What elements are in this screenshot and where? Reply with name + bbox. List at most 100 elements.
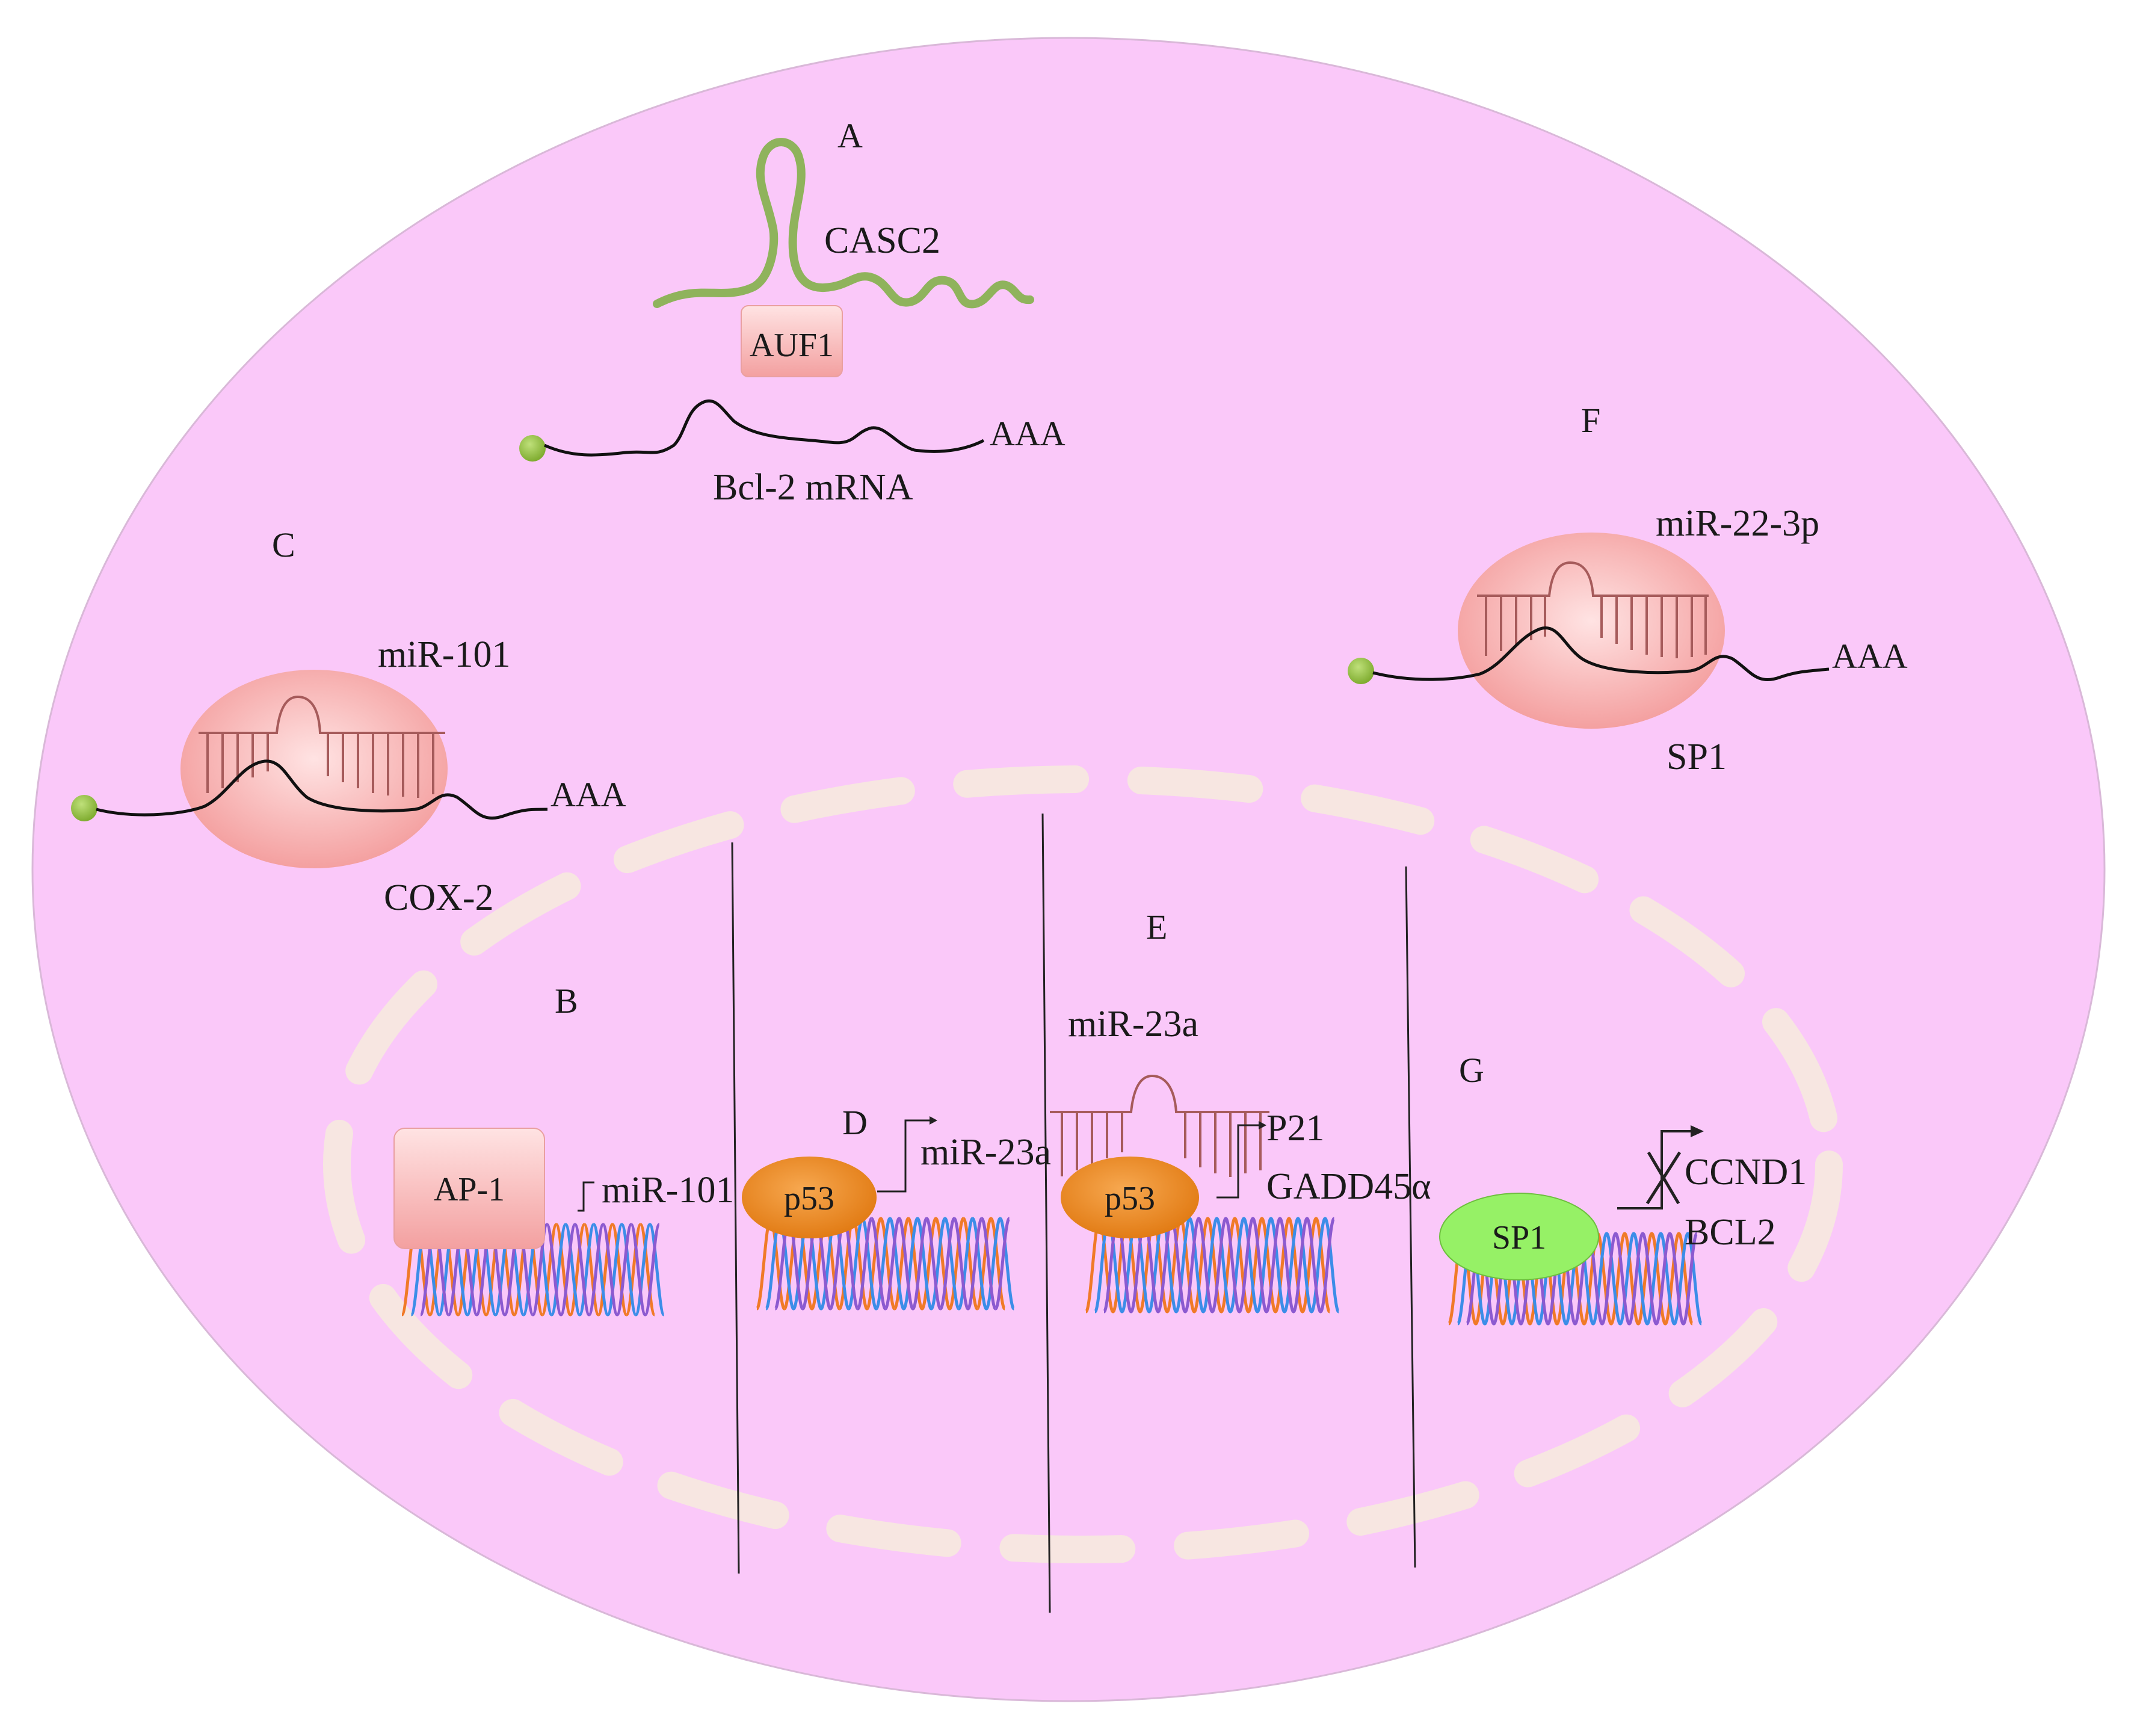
dna-strand-segment: [582, 1223, 600, 1317]
dna-strand-segment: [578, 1223, 596, 1317]
dna-strand-segment: [1614, 1232, 1631, 1326]
e-target2-label: GADD45α: [1266, 1166, 1431, 1207]
dna-strand-segment: [961, 1217, 979, 1311]
dna-strand-segment: [1315, 1217, 1331, 1314]
dna-strand-segment: [1645, 1232, 1662, 1326]
dna-strand-segment: [1292, 1217, 1309, 1314]
dna-strand-segment: [1659, 1232, 1676, 1326]
dna-strand-segment: [1256, 1217, 1272, 1314]
dna-strand-segment: [1686, 1232, 1703, 1326]
dna-strand-segment: [1632, 1232, 1649, 1326]
dna-strand-segment: [920, 1217, 938, 1311]
dna-strand-segment: [1605, 1232, 1622, 1326]
panel-a: A CASC2 AUF1 AAA Bcl-2 mRNA: [519, 116, 1065, 508]
dna-strand-segment: [1201, 1217, 1218, 1314]
dna-strand-segment: [856, 1217, 874, 1311]
dna-strand-segment: [550, 1223, 567, 1317]
dna-strand-segment: [943, 1217, 961, 1311]
dna-strand-segment: [980, 1217, 998, 1311]
dna-strand-segment: [934, 1217, 951, 1311]
dna-strand-segment: [643, 1223, 661, 1317]
dna-strand-segment: [1627, 1232, 1644, 1326]
dna-strand-segment: [639, 1223, 656, 1317]
dna-strand-segment: [1183, 1217, 1200, 1314]
dna-strand-segment: [1229, 1217, 1245, 1314]
dna-strand-segment: [624, 1223, 643, 1317]
dna-strand-segment: [545, 1223, 563, 1317]
e-p53-label: p53: [1105, 1180, 1155, 1217]
dna-strand-segment: [1682, 1232, 1698, 1326]
dna-strand-segment: [1596, 1232, 1613, 1326]
dna-strand-segment: [971, 1217, 988, 1311]
dna-strand-segment: [939, 1217, 956, 1311]
divider-line-1: [731, 842, 740, 1574]
dna-strand-segment: [1278, 1217, 1295, 1314]
dna-strand-segment: [911, 1217, 928, 1311]
cox2-mrna-cap: [71, 795, 97, 821]
panel-b-letter: B: [555, 981, 578, 1021]
divider-line-2: [1041, 813, 1051, 1613]
casc2-lncrna: [653, 138, 1034, 309]
dna-strand-segment: [1324, 1217, 1340, 1314]
dna-strand-segment: [615, 1223, 633, 1317]
dna-strand-segment: [611, 1223, 628, 1317]
e-p53-protein: [1061, 1157, 1199, 1238]
dna-strand-segment: [1600, 1232, 1617, 1326]
e-tss-arrowhead: [1259, 1121, 1266, 1129]
dna-strand-segment: [1609, 1232, 1626, 1326]
dna-strand-segment: [1188, 1217, 1205, 1314]
dna-strand-segment: [888, 1217, 905, 1311]
dna-helix-g: [1447, 1232, 1703, 1326]
panel-g-letter: G: [1459, 1051, 1484, 1090]
e-target1-label: P21: [1266, 1108, 1324, 1149]
dna-strand-segment: [930, 1217, 947, 1311]
dna-strand-segment: [601, 1223, 619, 1317]
dna-strand-segment: [1269, 1217, 1286, 1314]
cox2-label: COX-2: [384, 877, 494, 918]
f-mirna-label: miR-22-3p: [1656, 503, 1819, 544]
dna-strand-segment: [952, 1217, 970, 1311]
casc2-label: CASC2: [824, 220, 940, 261]
dna-strand-segment: [634, 1223, 652, 1317]
dna-strand-segment: [569, 1223, 586, 1317]
nucleus-membrane: [323, 765, 1843, 1563]
c-mirna-duplex: [199, 695, 445, 798]
b-target-label: miR-101: [602, 1170, 734, 1211]
cox2-risc-complex: [180, 670, 448, 868]
dna-strand-segment: [865, 1217, 883, 1311]
bcl2-mrna-cap: [519, 435, 546, 462]
g-block-cross: [1645, 1151, 1682, 1205]
c-mirna-label: miR-101: [378, 634, 510, 675]
dna-strand-segment: [1283, 1217, 1300, 1314]
dna-strand-segment: [597, 1223, 614, 1317]
dna-strand-segment: [1192, 1217, 1209, 1314]
d-tss-arrowhead: [930, 1116, 937, 1125]
panel-d-letter: D: [842, 1103, 868, 1142]
dna-strand-segment: [573, 1223, 591, 1317]
e-tss-arrow: [1217, 1124, 1259, 1199]
d-p53-label: p53: [784, 1180, 834, 1217]
dna-strand-segment: [870, 1217, 887, 1311]
dna-strand-segment: [1233, 1217, 1250, 1314]
panel-g: G SP1 CCND1 BCL2: [1439, 1051, 1807, 1280]
e-mirna-duplex: [1050, 1074, 1269, 1177]
dna-strand-segment: [1265, 1217, 1281, 1314]
g-target2-label: BCL2: [1685, 1212, 1776, 1253]
dna-strand-segment: [1247, 1217, 1263, 1314]
dna-strand-segment: [1636, 1232, 1653, 1326]
d-tss-arrow: [877, 1119, 930, 1193]
d-target-label: miR-23a: [920, 1132, 1051, 1173]
g-target1-label: CCND1: [1685, 1152, 1807, 1193]
cox2-mrna-strand: [96, 759, 548, 820]
dna-strand-segment: [1654, 1232, 1671, 1326]
dna-strand-segment: [1297, 1217, 1313, 1314]
panel-d: D p53 miR-23a: [742, 1103, 1051, 1238]
dna-strand-segment: [1319, 1217, 1336, 1314]
dna-strand-segment: [531, 1223, 549, 1317]
panel-c: C miR-101 AAA COX-2: [71, 525, 626, 918]
dna-strand-segment: [1220, 1217, 1236, 1314]
e-mirna-label: miR-23a: [1068, 1004, 1198, 1045]
dna-strand-segment: [540, 1223, 558, 1317]
b-tss-arrow: [578, 1181, 594, 1212]
auf1-protein: [741, 305, 843, 377]
